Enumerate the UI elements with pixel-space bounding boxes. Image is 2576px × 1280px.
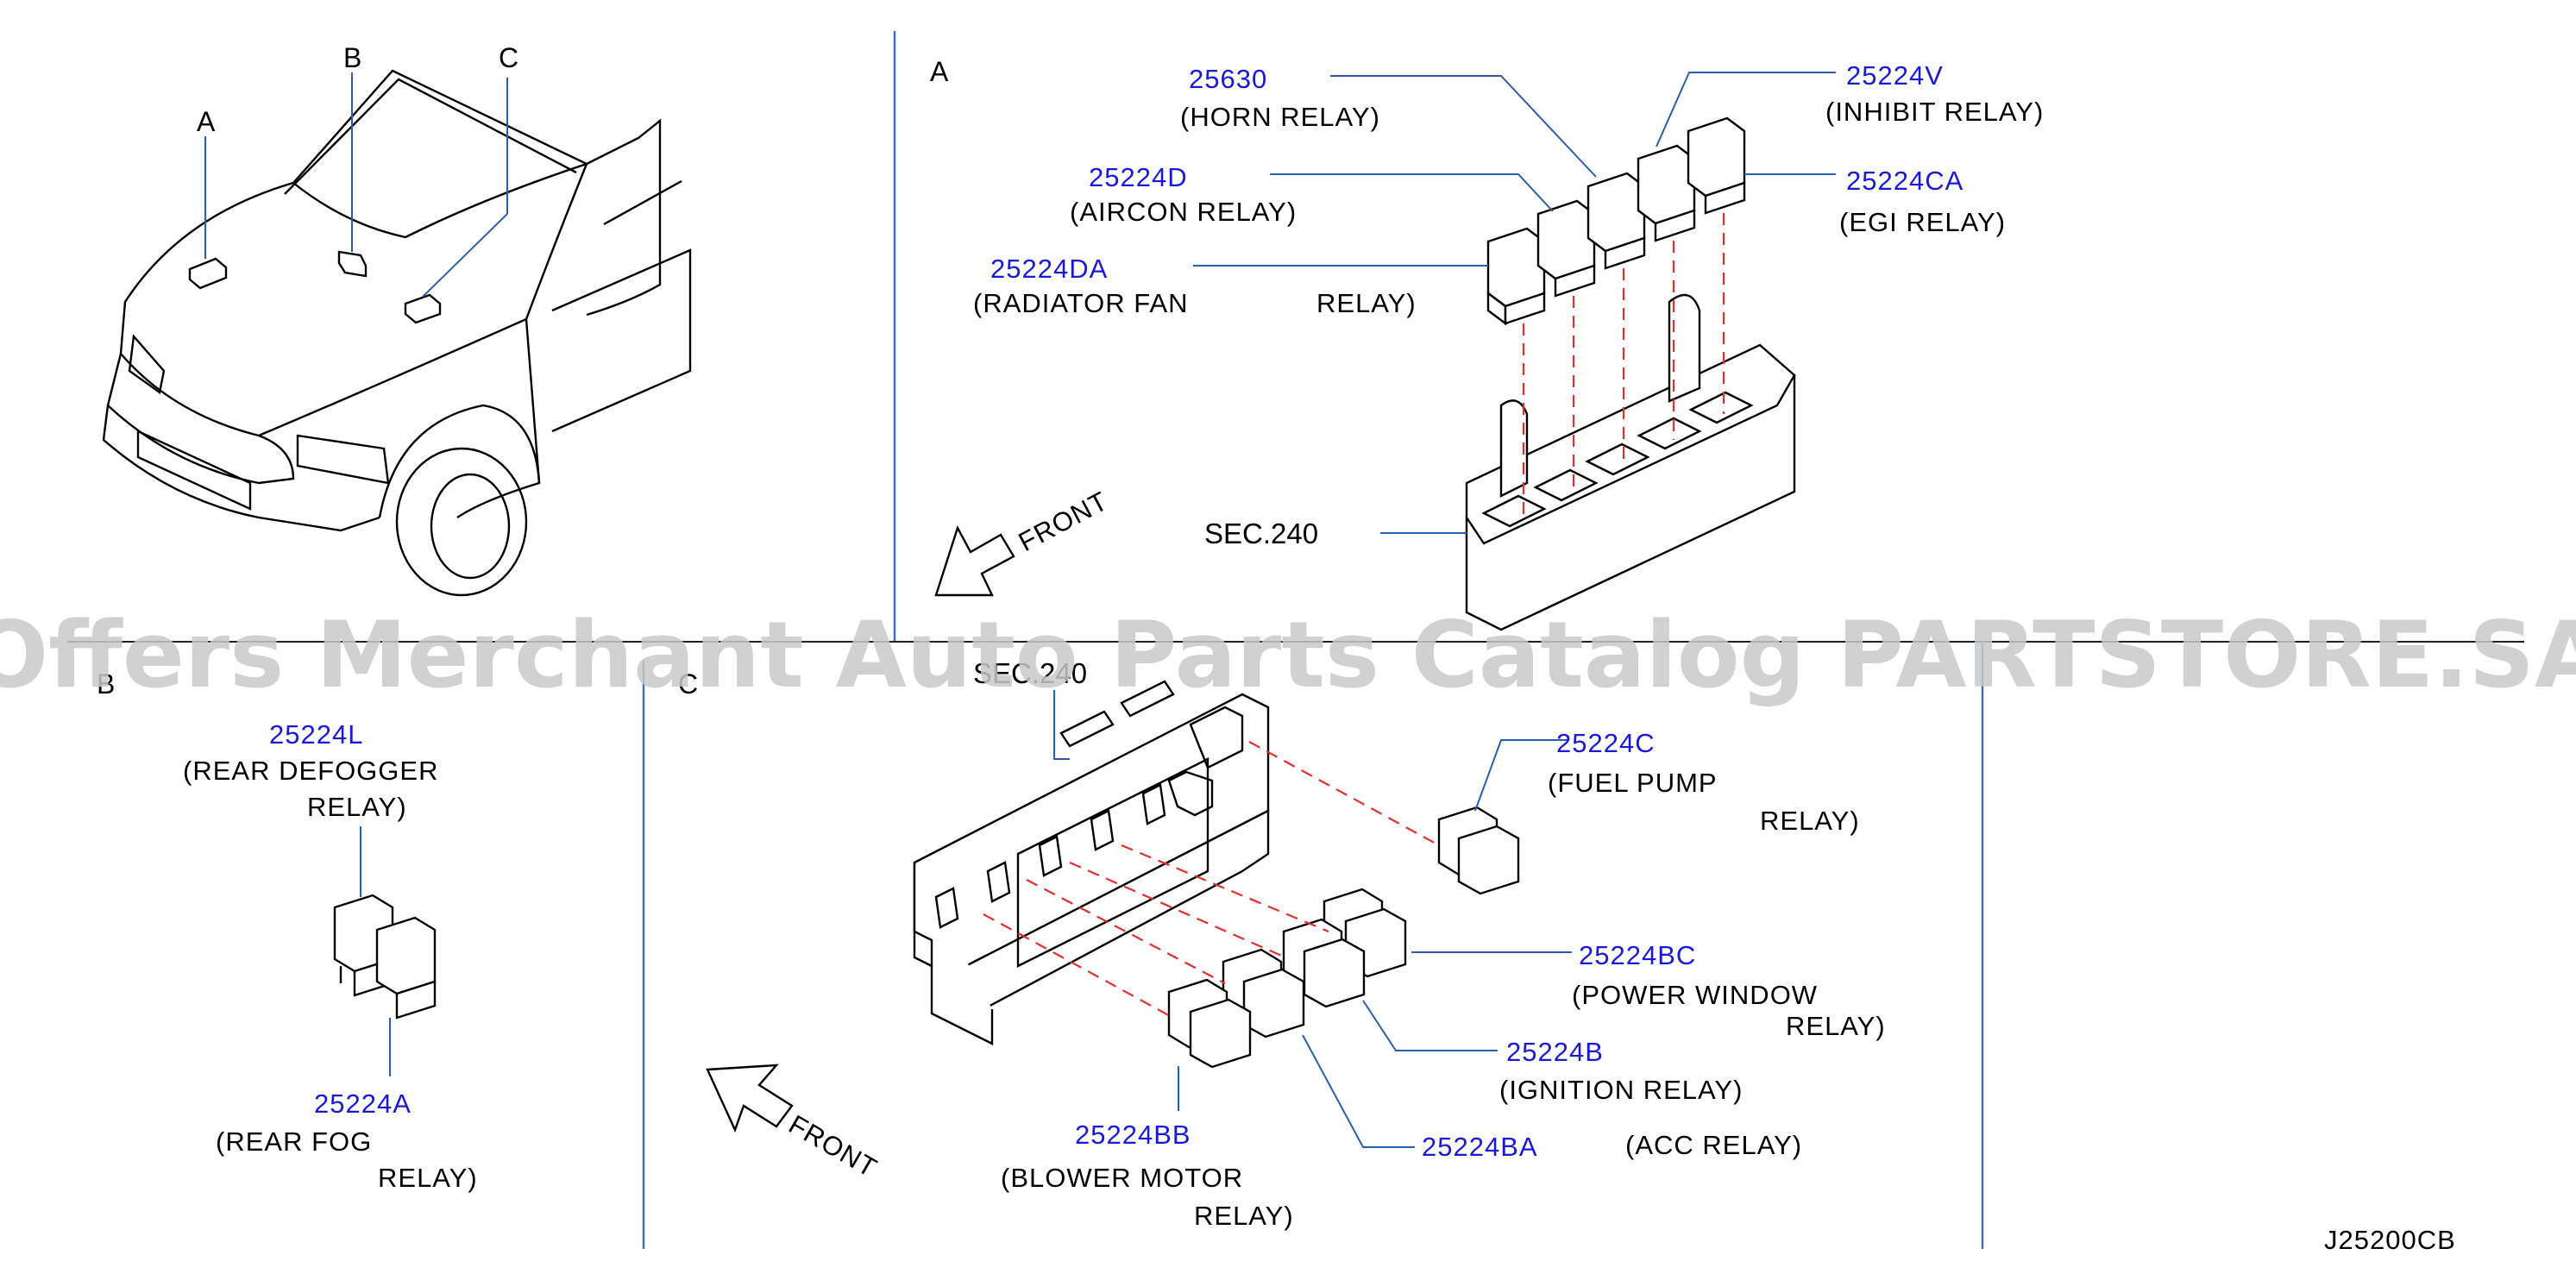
- part-number-25224ca[interactable]: 25224CA: [1846, 166, 1963, 196]
- vehicle-illustration: [102, 69, 692, 597]
- panel-letter-b: B: [97, 668, 115, 700]
- part-name-blower-motor-relay: RELAY): [1194, 1201, 1294, 1231]
- view-letter-c: C: [499, 42, 518, 73]
- part-number-25224d[interactable]: 25224D: [1089, 162, 1188, 192]
- part-name-horn-relay: (HORN RELAY): [1180, 102, 1380, 132]
- part-name-fuel-pump: (FUEL PUMP: [1548, 768, 1718, 798]
- part-name-rear-defogger-relay: RELAY): [307, 792, 407, 822]
- part-name-radiator-fan-relay: RELAY): [1316, 288, 1417, 318]
- part-number-25224c[interactable]: 25224C: [1556, 728, 1656, 758]
- relay-stack-a: [1486, 116, 1746, 326]
- alignment-dashes-c: [983, 741, 1440, 1019]
- part-number-25224ba[interactable]: 25224BA: [1422, 1132, 1538, 1162]
- part-name-acc-relay: (ACC RELAY): [1625, 1130, 1802, 1160]
- part-number-25224bb[interactable]: 25224BB: [1075, 1120, 1191, 1150]
- sec-reference-c[interactable]: SEC.240: [973, 657, 1087, 689]
- panel-letter-a: A: [930, 56, 949, 87]
- leaders-b: [360, 826, 391, 1076]
- diagram-code: J25200CB: [2324, 1225, 2456, 1255]
- part-name-rear-defogger: (REAR DEFOGGER: [183, 756, 438, 786]
- part-name-blower-motor: (BLOWER MOTOR: [1001, 1163, 1243, 1193]
- part-name-aircon-relay: (AIRCON RELAY): [1070, 197, 1297, 227]
- part-name-power-window-relay: RELAY): [1786, 1011, 1886, 1041]
- view-letter-a: A: [197, 106, 216, 137]
- part-number-25224b[interactable]: 25224B: [1506, 1037, 1604, 1067]
- part-name-ignition-relay: (IGNITION RELAY): [1499, 1075, 1743, 1105]
- alignment-dashes-a: [1522, 213, 1725, 518]
- front-arrow-a: [934, 524, 1015, 597]
- part-number-25224a[interactable]: 25224A: [314, 1089, 412, 1119]
- part-name-egi-relay: (EGI RELAY): [1839, 207, 2006, 237]
- relay-box-a: [1465, 293, 1796, 631]
- leaders-c: [1053, 690, 1572, 1148]
- part-name-rear-fog-relay: RELAY): [378, 1163, 478, 1193]
- part-number-25224l[interactable]: 25224L: [269, 719, 363, 750]
- part-number-25224da[interactable]: 25224DA: [990, 254, 1108, 284]
- sec-reference-a[interactable]: SEC.240: [1204, 518, 1318, 549]
- relays-c: [1167, 806, 1520, 1069]
- view-letter-b: B: [343, 42, 361, 73]
- panel-letter-c: C: [678, 668, 698, 700]
- part-name-fuel-pump-relay: RELAY): [1760, 806, 1860, 836]
- relay-box-c: [913, 680, 1270, 1045]
- part-number-25630[interactable]: 25630: [1189, 64, 1267, 94]
- leaders-a: [1193, 72, 1836, 534]
- front-label-c: FRONT: [784, 1109, 883, 1183]
- part-number-25224bc[interactable]: 25224BC: [1579, 940, 1696, 970]
- watermark: Offers Merchant Auto Parts Catalog PARTS…: [0, 602, 2576, 708]
- part-name-power-window: (POWER WINDOW: [1572, 980, 1818, 1010]
- part-name-rear-fog: (REAR FOG: [216, 1126, 372, 1157]
- relay-pair-b: [333, 894, 437, 1020]
- part-name-radiator-fan: (RADIATOR FAN: [973, 288, 1189, 318]
- part-number-25224v[interactable]: 25224V: [1846, 60, 1944, 91]
- part-name-inhibit-relay: (INHIBIT RELAY): [1825, 97, 2044, 127]
- front-arrow-c: [706, 1064, 794, 1133]
- front-label-a: FRONT: [1014, 486, 1113, 557]
